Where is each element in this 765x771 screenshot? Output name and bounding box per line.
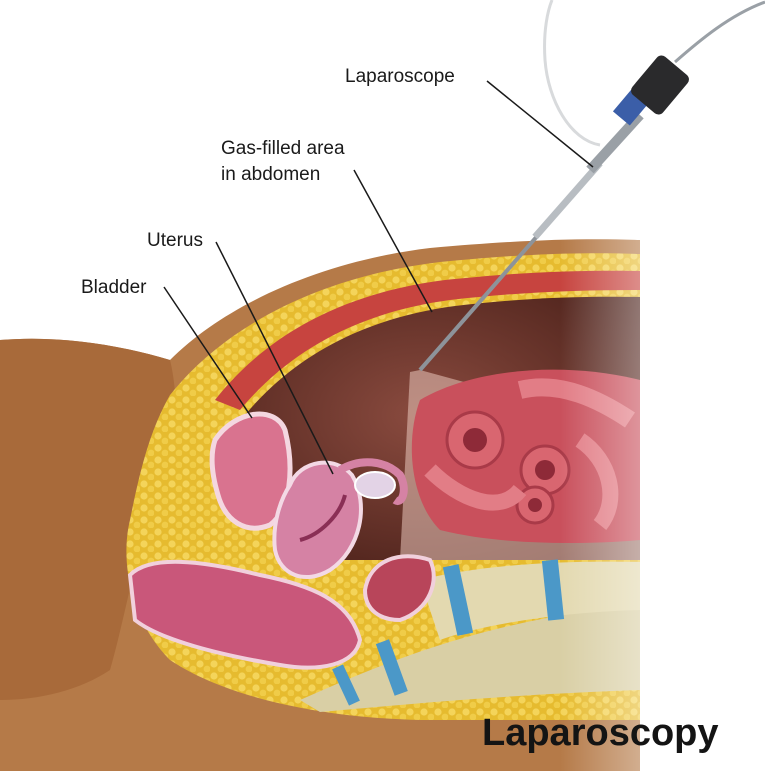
uterus <box>272 460 363 580</box>
leader-uterus <box>215 241 334 475</box>
right-fade-overlay <box>560 200 765 771</box>
diagram-title: Laparoscopy <box>482 712 719 754</box>
label-uterus: Uterus <box>147 230 203 251</box>
label-laparoscope: Laparoscope <box>345 66 455 87</box>
leader-gas-area <box>353 169 433 313</box>
label-gas-filled-area-line1: Gas-filled area <box>221 138 345 159</box>
leader-laparoscope <box>486 80 594 168</box>
laparoscope-instrument <box>418 0 765 372</box>
fallopian-tube <box>337 458 408 505</box>
uterine-cavity <box>299 494 347 542</box>
rectum <box>127 559 363 670</box>
leader-bladder <box>163 286 253 419</box>
label-bladder: Bladder <box>81 277 147 298</box>
sigmoid-colon <box>362 554 436 623</box>
leader-lines <box>163 80 594 475</box>
ovary <box>354 471 396 499</box>
leg-skin <box>0 338 176 700</box>
label-gas-filled-area-line2: in abdomen <box>221 164 321 185</box>
